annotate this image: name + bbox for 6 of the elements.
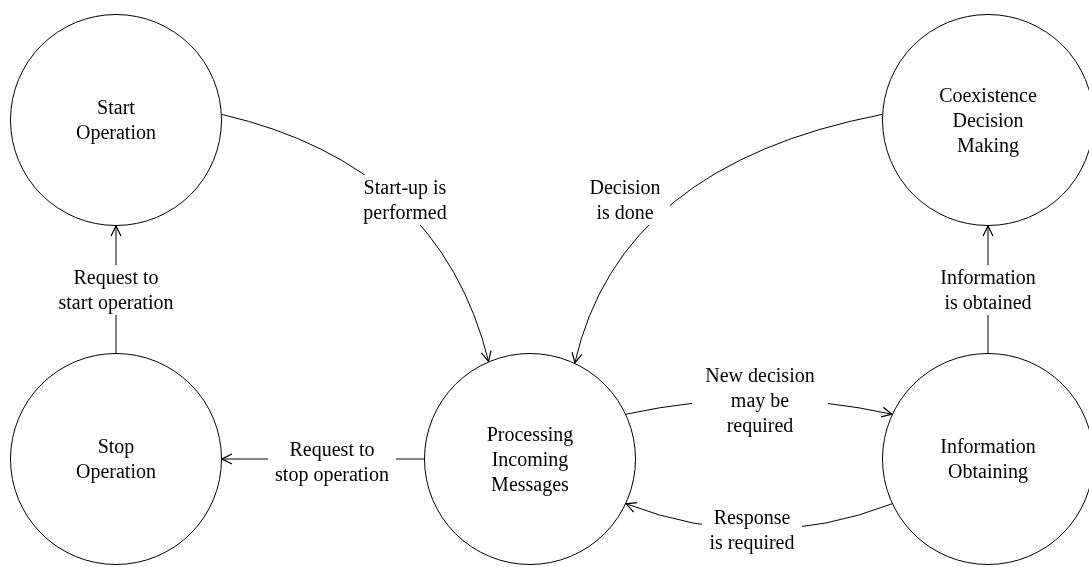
state-label: Coexistence Decision Making — [938, 82, 1038, 158]
arrow — [572, 113, 883, 364]
state-label: Stop Operation — [75, 434, 157, 484]
state-label: Processing Incoming Messages — [485, 421, 575, 497]
state-label: Information Obtaining — [939, 434, 1037, 484]
state-label: Start Operation — [75, 95, 157, 145]
